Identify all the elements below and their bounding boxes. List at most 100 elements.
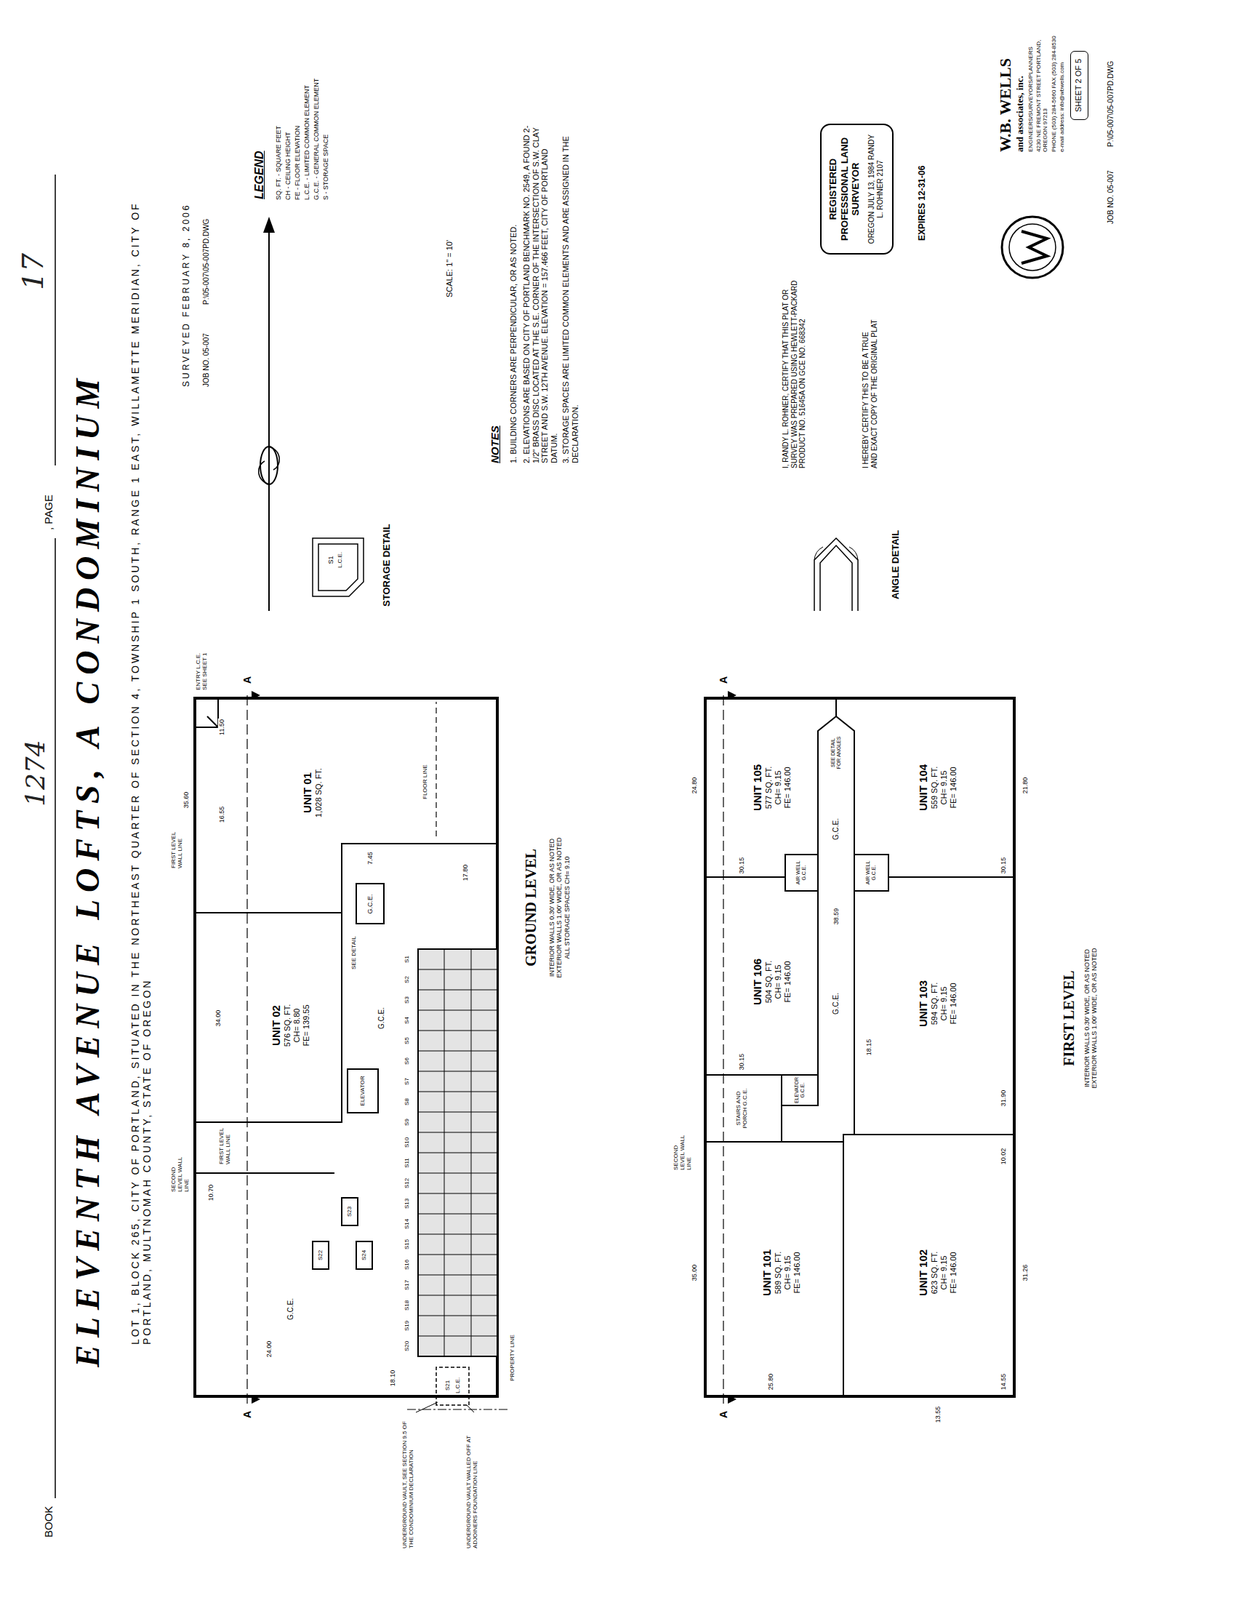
wall (194, 912, 342, 1122)
plat-label: 2. ELEVATIONS ARE BASED ON CITY OF PORTL… (522, 120, 560, 464)
wall (341, 843, 498, 913)
plat-label: 17.80 (461, 863, 469, 882)
north-arrow-shaft (268, 232, 270, 611)
unit-text: 623 SQ. FT. (929, 1249, 940, 1296)
air-well (854, 854, 889, 891)
storage-grid-line (418, 1152, 498, 1154)
unit-label: UNIT 106504 SQ. FT.CH= 9.15FE= 146.00 (749, 955, 796, 1008)
plat-label: 31.90 (999, 1089, 1007, 1108)
unit-text: 504 SQ. FT. (764, 958, 774, 1005)
plat-label: 1. BUILDING CORNERS ARE PERPENDICULAR, O… (508, 120, 519, 464)
corridor-wall (705, 697, 1015, 1135)
plat-label: SECOND LEVEL WALL LINE (170, 1147, 191, 1193)
building-outline (705, 697, 1015, 1396)
plat-label: 18.10 (388, 1369, 397, 1388)
plat-label: BOOK (42, 1505, 55, 1538)
leader-line (415, 1401, 475, 1412)
plat-label: G.C.E. (286, 1297, 296, 1321)
plat-label: 30.15 (999, 856, 1007, 875)
storage-grid-line (418, 969, 498, 970)
unit-text: CH= 9.15 (939, 1249, 949, 1296)
plat-label: 11.50 (218, 718, 226, 736)
storage-grid-line (444, 948, 445, 1356)
plat-label: S10 (403, 1136, 411, 1149)
storage-grid-line (418, 1335, 498, 1337)
unit-text: CH= 9.15 (939, 764, 949, 811)
plat-label: S23 (346, 1205, 353, 1218)
surveyor-stamp: REGISTERED PROFESSIONAL LAND SURVEYORORE… (820, 123, 894, 255)
plat-label: 35.00 (690, 1263, 698, 1282)
legend-entry: S - STORAGE SPACE (322, 134, 330, 200)
plat-label: 7.45 (366, 850, 374, 866)
plat-label: SEE DETAIL (350, 934, 357, 970)
north-arrow-ornament (258, 446, 280, 485)
unit-text: FE= 146.00 (948, 980, 959, 1027)
plat-label: LOT 1, BLOCK 265, CITY OF PORTLAND, SITU… (129, 151, 153, 1346)
plat-label: G.C.E. (377, 1006, 387, 1030)
plat-label: 30.15 (737, 856, 746, 875)
unit-text: FE= 146.00 (948, 764, 959, 811)
plat-label: ELEVATOR (359, 1074, 366, 1106)
unit-text: FE= 146.00 (783, 958, 793, 1005)
plat-label: JOB NO. 05-007 (1106, 169, 1116, 225)
unit-text: 1,028 SQ. FT. (314, 767, 324, 818)
north-arrow-head (263, 216, 275, 233)
section-arrow (727, 1394, 737, 1404)
unit-text: FE= 146.00 (783, 764, 793, 811)
section-line (722, 690, 724, 1404)
section-arrow (727, 690, 737, 700)
plat-label: A (717, 1409, 730, 1419)
company-logo (1009, 223, 1056, 271)
company-logo (1021, 231, 1047, 264)
plat-label: INTERIOR WALLS 0.30' WIDE, OR AS NOTED E… (548, 833, 571, 981)
plat-label: STORAGE DETAIL (381, 522, 393, 608)
unit-text: UNIT 01 (301, 767, 315, 818)
plat-label: , PAGE (42, 493, 55, 531)
plat-label: PHONE (503) 284-5660 FAX (503) 284-8530 (1050, 34, 1058, 153)
legend-entry: L.C.E. - LIMITED COMMON ELEMENT (303, 85, 311, 200)
plat-label: S15 (403, 1238, 411, 1250)
storage-grid-line (418, 1274, 498, 1276)
unit-text: UNIT 105 (751, 764, 765, 811)
plat-label: S7 (403, 1076, 411, 1086)
plat-label: S9 (403, 1117, 411, 1127)
plat-label: 14.55 (999, 1372, 1007, 1391)
unit-label: UNIT 104559 SQ. FT.CH= 9.15FE= 146.00 (915, 761, 962, 814)
stamp-text: REGISTERED PROFESSIONAL LAND SURVEYOR (827, 132, 862, 246)
unit-text: CH= 9.15 (773, 764, 784, 811)
plat-label: JOB NO. 05-007 (202, 332, 211, 388)
plat-label: AIR WELL G.C.E. (795, 855, 808, 890)
plat-label: 21.80 (1021, 776, 1029, 795)
plat-label: SURVEYED FEBRUARY 8, 2006 (181, 202, 192, 388)
plat-label: NOTES (488, 424, 501, 464)
plat-label: INTERIOR WALLS 0.30' WIDE, OR AS NOTED E… (1083, 944, 1099, 1092)
section-line (246, 690, 248, 1404)
vault-outline (436, 1366, 469, 1405)
plat-label: 18.15 (865, 1038, 873, 1057)
unit-text: 577 SQ. FT. (764, 764, 774, 811)
plat-label: 16.55 (218, 805, 226, 824)
plat-label: I HEREBY CERTIFY THIS TO BE A TRUE AND E… (861, 314, 879, 469)
angle-arc (814, 546, 858, 560)
unit-text: 594 SQ. FT. (929, 980, 940, 1027)
storage-grid-line (418, 1193, 498, 1194)
storage-grid-line (418, 1009, 498, 1011)
plat-label: S11 (403, 1156, 411, 1169)
storage-grid-line (418, 1213, 498, 1215)
stamp-text: SHEET 2 OF 5 (1073, 58, 1084, 112)
storage-grid-line (418, 1111, 498, 1113)
plat-label: UNDERGROUND VAULT WALLED OFF AT ADJOINER… (465, 1412, 479, 1549)
unit-text: UNIT 02 (269, 1004, 283, 1047)
plat-label: A (241, 1409, 254, 1419)
north-arrow-ornament (260, 446, 278, 485)
plat-label: S12 (403, 1177, 411, 1189)
storage-box (356, 1241, 373, 1269)
storage-grid-line (418, 1091, 498, 1093)
plat-label: SCALE: 1" = 10' (444, 239, 455, 299)
storage-grid-line (418, 1172, 498, 1174)
sheet-box: SHEET 2 OF 5 (1070, 50, 1089, 120)
unit-text: CH= 9.15 (783, 1249, 793, 1296)
unit-text: UNIT 104 (916, 764, 930, 811)
